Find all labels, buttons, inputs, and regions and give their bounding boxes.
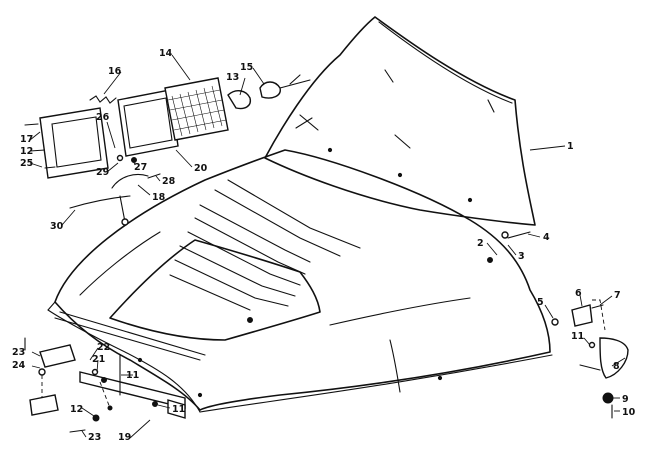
hood [47,149,553,413]
callout-23a: 23 [12,347,25,358]
callout-28: 28 [162,176,176,187]
bracket-assembly [24,337,186,433]
callout-18: 18 [152,192,166,203]
callout-15: 15 [240,62,253,73]
callout-14: 14 [159,48,173,59]
callout-30: 30 [50,221,64,232]
callout-8: 8 [613,361,620,372]
callout-22: 22 [97,342,110,353]
callout-12a: 12 [20,146,33,157]
callout-17: 17 [20,134,33,145]
callout-26: 26 [96,112,110,123]
callout-25: 25 [20,158,33,169]
callout-19: 19 [118,432,131,443]
callout-9: 9 [622,394,629,405]
callout-5: 5 [537,297,544,308]
callout-29: 29 [96,167,109,178]
callout-6: 6 [575,288,582,299]
callout-4: 4 [543,232,550,243]
latch-hardware [551,299,629,419]
callout-10: 10 [622,407,636,418]
callout-1: 1 [567,141,574,152]
callout-11c: 11 [172,404,185,415]
callout-21: 21 [92,354,105,365]
windshield-hardware [487,231,531,263]
callout-24: 24 [12,360,26,371]
callout-27: 27 [134,162,147,173]
callout-3: 3 [518,251,525,262]
callout-23b: 23 [88,432,101,443]
lens-grid [167,85,227,137]
callout-16: 16 [108,66,122,77]
callout-12b: 12 [70,404,83,415]
windshield [264,16,536,226]
callout-20: 20 [194,163,208,174]
callout-7: 7 [614,290,621,301]
callout-13: 13 [226,72,239,83]
callout-2: 2 [477,238,484,249]
leader-lines [29,54,626,439]
callout-labels: 1 2 3 4 5 6 7 8 9 10 11 11 11 12 12 13 1… [12,48,636,443]
headlight-assembly [24,74,311,226]
callout-11a: 11 [571,331,584,342]
callout-11b: 11 [126,370,139,381]
